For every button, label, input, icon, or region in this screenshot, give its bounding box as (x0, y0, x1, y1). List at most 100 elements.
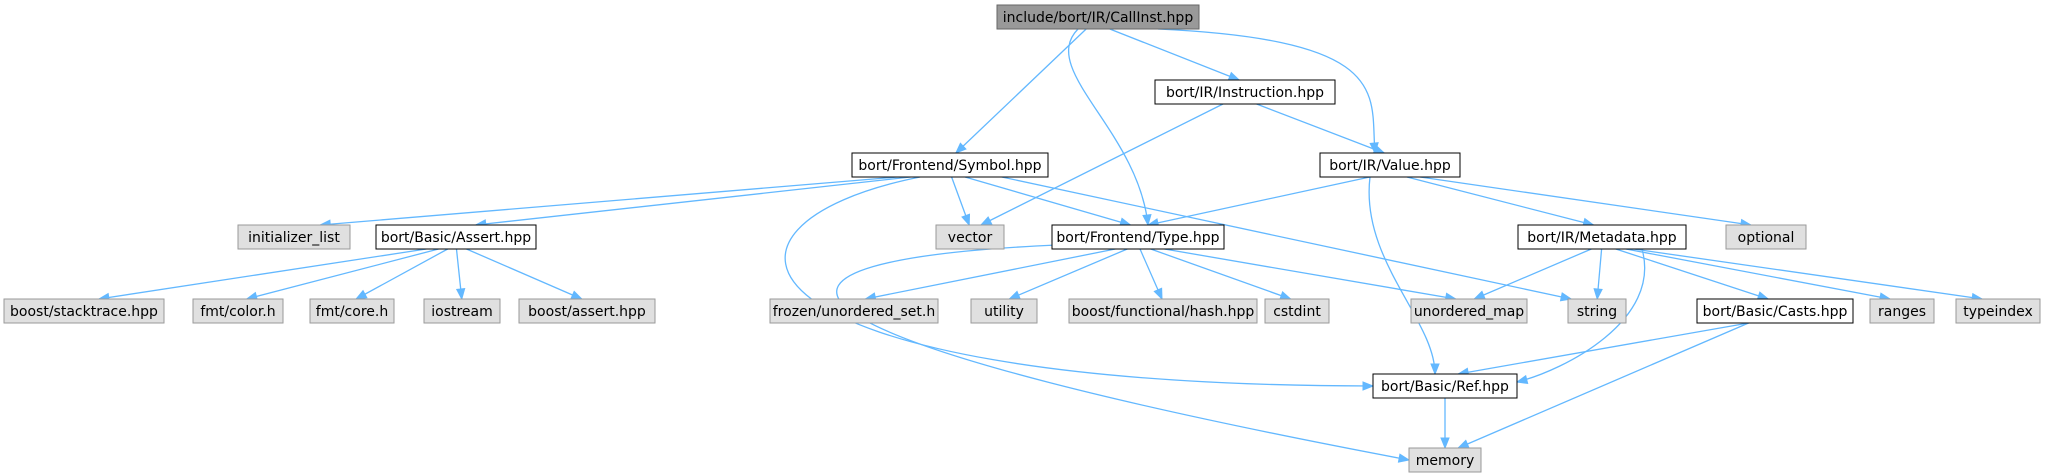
node-unordered_map: unordered_map (1410, 298, 1528, 324)
edge-arrowhead (1008, 290, 1021, 300)
edge-value-to-metadata (1406, 176, 1594, 226)
edge-callinst-to-type (1067, 28, 1149, 226)
edge-assert-to-fmtcore (355, 248, 448, 300)
node-casts[interactable]: bort/Basic/Casts.hpp (1696, 298, 1854, 324)
node-box (237, 224, 351, 250)
edge-callinst-to-value (1157, 28, 1376, 154)
edge-casts-to-ref (1458, 322, 1749, 375)
node-label: cstdint (1273, 304, 1321, 320)
edge-callinst-to-symbol (955, 28, 1087, 154)
node-label: bort/Basic/Assert.hpp (381, 230, 531, 246)
node-fmtcolor: fmt/color.h (192, 298, 284, 324)
edge-arrowhead (1362, 381, 1375, 391)
node-label: iostream (431, 304, 493, 320)
edge-arrowhead (1515, 374, 1529, 385)
nodes-layer: include/bort/IR/CallInst.hpp bort/IR/Inst… (3, 4, 2041, 473)
node-box (1410, 298, 1528, 324)
edge-metadata-to-casts (1615, 248, 1769, 300)
edge-symbol-to-ref (784, 176, 1374, 387)
node-box (1567, 298, 1627, 324)
node-box (1517, 224, 1687, 250)
node-value[interactable]: bort/IR/Value.hpp (1319, 152, 1461, 178)
edge-arrowhead (1473, 290, 1486, 300)
node-box (1264, 298, 1330, 324)
edge-symbol-to-type (964, 176, 1131, 226)
node-box (192, 298, 284, 324)
node-memory: memory (1408, 447, 1482, 473)
node-box (518, 298, 656, 324)
node-label: boost/stacktrace.hpp (10, 304, 158, 320)
node-box (309, 298, 395, 324)
node-box (935, 224, 1005, 250)
edge-type-to-cstdint (1150, 248, 1291, 300)
node-string: string (1567, 298, 1627, 324)
edge-assert-to-fmtcolor (246, 248, 439, 300)
edge-arrowhead (1440, 437, 1450, 450)
node-assert[interactable]: bort/Basic/Assert.hpp (375, 224, 537, 250)
edge-metadata-to-ref (1516, 248, 1646, 383)
edge-arrowhead (1397, 453, 1411, 463)
edge-value-to-optional (1419, 176, 1752, 226)
node-label: memory (1416, 453, 1475, 469)
node-iostream: iostream (423, 298, 501, 324)
edge-value-to-type (1147, 176, 1370, 226)
node-label: include/bort/IR/CallInst.hpp (1003, 10, 1194, 26)
node-box (1051, 224, 1225, 250)
edge-arrowhead (1153, 287, 1163, 301)
node-box (423, 298, 501, 324)
node-label: bort/Basic/Casts.hpp (1703, 304, 1848, 320)
node-ref[interactable]: bort/Basic/Ref.hpp (1372, 373, 1518, 399)
edge-type-to-unordered_map (1164, 248, 1456, 300)
node-box (3, 298, 165, 324)
edge-type-to-memory (836, 244, 1410, 461)
node-label: boost/assert.hpp (528, 304, 646, 320)
node-box (1725, 224, 1807, 250)
edge-symbol-to-init_list (320, 176, 898, 226)
edge-arrowhead (954, 142, 967, 154)
node-box (1068, 298, 1258, 324)
node-utility: utility (970, 298, 1038, 324)
node-ranges: ranges (1869, 298, 1935, 324)
edge-metadata-to-typeindex (1633, 248, 1983, 300)
node-instruction[interactable]: bort/IR/Instruction.hpp (1154, 79, 1336, 105)
node-label: optional (1738, 230, 1795, 246)
edge-arrowhead (1227, 71, 1241, 81)
edge-arrowhead (1430, 363, 1440, 376)
node-label: boost/functional/hash.hpp (1072, 304, 1255, 320)
edge-arrowhead (455, 288, 466, 301)
node-box (1372, 373, 1518, 399)
node-label: utility (984, 304, 1024, 320)
node-label: unordered_map (1414, 304, 1524, 320)
node-metadata[interactable]: bort/IR/Metadata.hpp (1517, 224, 1687, 250)
node-callinst[interactable]: include/bort/IR/CallInst.hpp (996, 4, 1200, 30)
edge-arrowhead (1142, 214, 1152, 227)
node-box (375, 224, 537, 250)
edge-instruction-to-value (1256, 103, 1385, 154)
edge-arrowhead (1279, 291, 1292, 300)
node-label: fmt/core.h (316, 304, 388, 320)
node-optional: optional (1725, 224, 1807, 250)
edge-arrowhead (1593, 288, 1603, 301)
node-label: vector (948, 230, 993, 246)
node-label: bort/Basic/Ref.hpp (1381, 379, 1509, 395)
node-box (1408, 447, 1482, 473)
node-label: fmt/color.h (200, 304, 275, 320)
node-label: string (1577, 304, 1617, 320)
edge-arrowhead (1456, 439, 1470, 449)
node-box (769, 298, 939, 324)
node-label: bort/Frontend/Symbol.hpp (858, 158, 1041, 174)
node-box (1955, 298, 2041, 324)
node-fmtcore: fmt/core.h (309, 298, 395, 324)
node-symbol[interactable]: bort/Frontend/Symbol.hpp (851, 152, 1049, 178)
node-label: typeindex (1963, 304, 2033, 320)
edge-assert-to-boostassert (466, 248, 583, 300)
node-label: initializer_list (248, 230, 340, 246)
node-type[interactable]: bort/Frontend/Type.hpp (1051, 224, 1225, 250)
node-cstdint: cstdint (1264, 298, 1330, 324)
node-label: frozen/unordered_set.h (773, 304, 935, 320)
edge-symbol-to-assert (475, 176, 911, 226)
edge-type-to-utility (1009, 248, 1128, 300)
edge-metadata-to-unordered_map (1474, 248, 1592, 300)
node-box (1319, 152, 1461, 178)
